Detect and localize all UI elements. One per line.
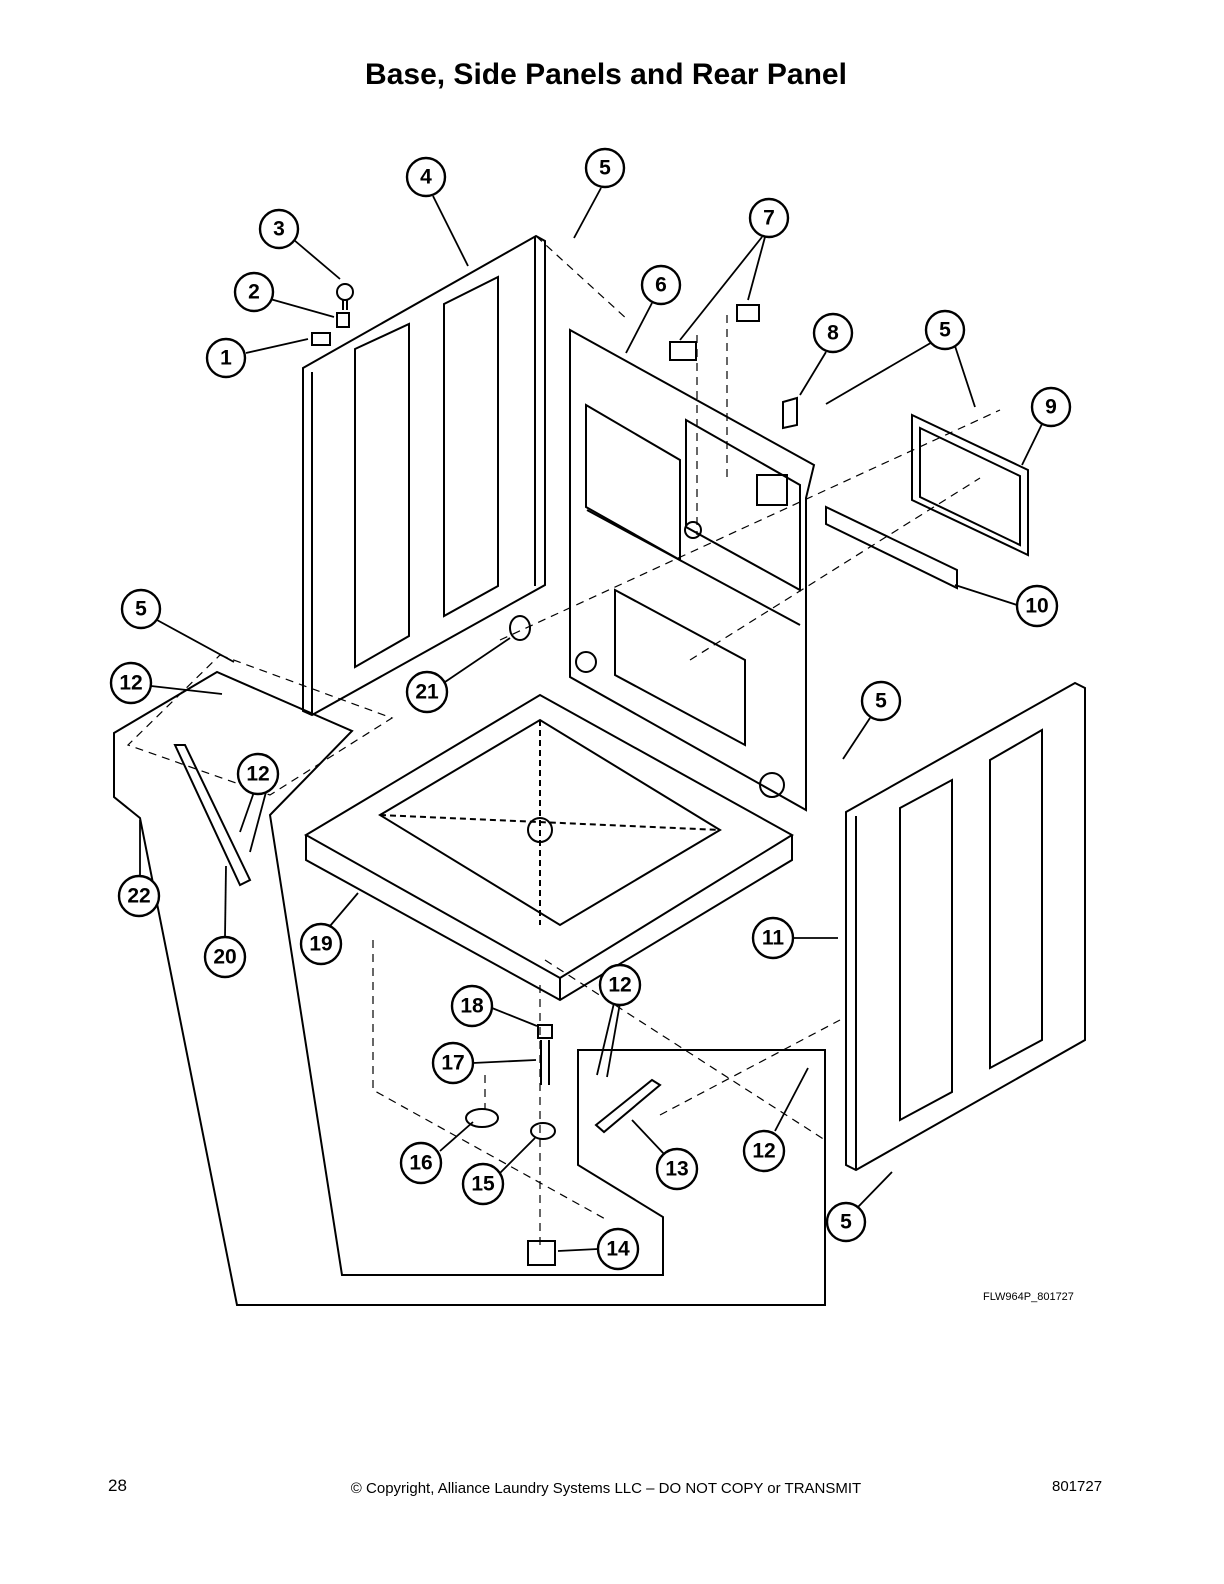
callout-11: 11 <box>751 916 795 960</box>
svg-text:17: 17 <box>441 1052 464 1075</box>
shroud-outline <box>113 670 826 1306</box>
svg-text:22: 22 <box>127 885 150 908</box>
svg-text:18: 18 <box>460 995 484 1018</box>
leader-lines <box>139 187 1043 1252</box>
svg-text:5: 5 <box>840 1211 852 1234</box>
svg-text:12: 12 <box>752 1140 775 1163</box>
left-side-panel <box>302 234 546 717</box>
callout-15: 15 <box>461 1162 505 1206</box>
svg-text:20: 20 <box>213 946 236 969</box>
callout-8: 8 <box>812 312 854 354</box>
svg-text:8: 8 <box>827 322 839 345</box>
assembly-lines <box>126 235 1001 1245</box>
callout-2: 2 <box>233 271 275 313</box>
callout-14: 14 <box>596 1227 640 1271</box>
svg-text:7: 7 <box>763 207 775 230</box>
svg-text:15: 15 <box>471 1173 495 1196</box>
page-title: Base, Side Panels and Rear Panel <box>365 58 847 91</box>
document-number: 801727 <box>1052 1478 1103 1495</box>
svg-text:6: 6 <box>655 274 667 297</box>
callout-12: 12 <box>236 752 280 796</box>
trim-strip <box>825 505 958 590</box>
svg-text:9: 9 <box>1045 396 1057 419</box>
callout-13: 13 <box>655 1147 699 1191</box>
callout-21: 21 <box>405 670 449 714</box>
callout-5: 5 <box>120 588 162 630</box>
svg-text:12: 12 <box>119 672 142 695</box>
callout-20: 20 <box>203 935 247 979</box>
drawing-id: FLW964P_801727 <box>983 1291 1074 1303</box>
right-side-panel <box>845 681 1086 1172</box>
svg-text:11: 11 <box>762 927 785 950</box>
callout-7: 7 <box>748 197 790 239</box>
svg-text:12: 12 <box>246 763 269 786</box>
right-bracket <box>594 1078 662 1134</box>
callout-1: 1 <box>205 337 247 379</box>
svg-text:3: 3 <box>273 218 285 241</box>
svg-text:2: 2 <box>248 281 260 304</box>
svg-text:5: 5 <box>135 598 147 621</box>
svg-text:12: 12 <box>608 974 631 997</box>
rear-panel <box>569 328 816 812</box>
page-number: 28 <box>108 1476 127 1495</box>
callout-22: 22 <box>117 874 161 918</box>
callout-5: 5 <box>584 147 626 189</box>
left-bracket <box>173 744 252 887</box>
svg-text:5: 5 <box>875 690 887 713</box>
svg-text:14: 14 <box>606 1238 630 1261</box>
callout-5: 5 <box>924 309 966 351</box>
callout-10: 10 <box>1015 584 1059 628</box>
callout-17: 17 <box>431 1041 475 1085</box>
svg-text:13: 13 <box>665 1158 688 1181</box>
callout-5: 5 <box>825 1201 867 1243</box>
svg-text:21: 21 <box>415 681 439 704</box>
svg-text:4: 4 <box>420 166 432 189</box>
callout-12: 12 <box>109 661 153 705</box>
callout-19: 19 <box>299 922 343 966</box>
callout-12: 12 <box>598 963 642 1007</box>
svg-text:10: 10 <box>1025 595 1048 618</box>
svg-text:5: 5 <box>599 157 611 180</box>
copyright-notice: © Copyright, Alliance Laundry Systems LL… <box>350 1480 862 1497</box>
callout-18: 18 <box>450 984 494 1028</box>
callout-6: 6 <box>640 264 682 306</box>
callout-5: 5 <box>860 680 902 722</box>
svg-text:1: 1 <box>220 347 232 370</box>
small-parts <box>311 283 798 1266</box>
callout-9: 9 <box>1030 386 1072 428</box>
svg-text:16: 16 <box>409 1152 432 1175</box>
access-panel <box>911 413 1029 557</box>
callout-3: 3 <box>258 208 300 250</box>
callout-16: 16 <box>399 1141 443 1185</box>
callout-12: 12 <box>742 1129 786 1173</box>
svg-text:19: 19 <box>309 933 332 956</box>
callout-4: 4 <box>405 156 447 198</box>
svg-text:5: 5 <box>939 319 951 342</box>
base-frame <box>304 693 794 1002</box>
